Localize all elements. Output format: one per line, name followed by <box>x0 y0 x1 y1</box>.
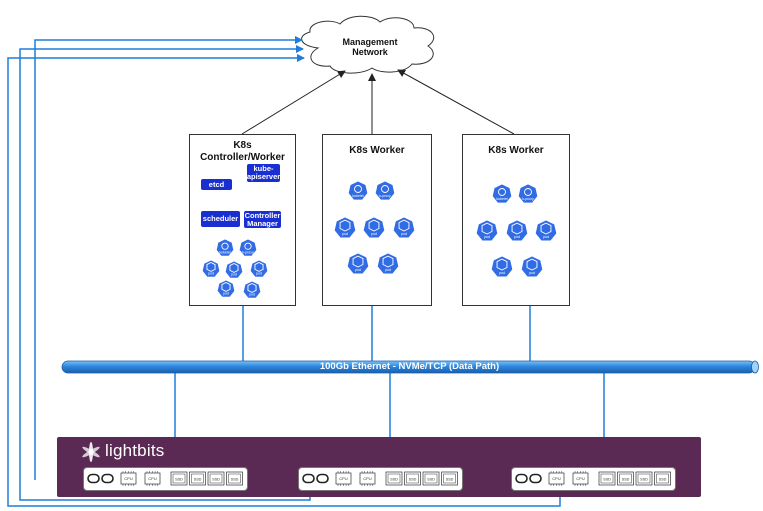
pod-icon-worker1-4: pod <box>346 252 370 275</box>
cpu-chip-icon: CPU <box>572 471 589 486</box>
pod-icon-worker2-3-label: pod <box>543 235 549 239</box>
pod-icon-worker2-1: pod <box>475 219 499 242</box>
pod-icon-worker2-4-label: pod <box>499 271 505 275</box>
svg-text:SSD: SSD <box>390 478 398 482</box>
pod-icon-controller-1: pod <box>201 259 221 278</box>
pod-icon-worker2-1-label: pod <box>484 235 490 239</box>
pod-icon-controller-3: pod <box>249 259 269 278</box>
pod-icon-worker1-4-label: pod <box>355 268 361 272</box>
svg-text:CPU: CPU <box>124 476 133 481</box>
server-2-components: CPU CPU SSD SSD SSD SSD <box>302 471 458 486</box>
cloud-icon <box>301 15 435 74</box>
controller-title: K8s Controller/Worker <box>200 140 285 163</box>
ssd-drive-icon: SSD <box>189 471 206 486</box>
svg-text:SSD: SSD <box>212 478 220 482</box>
pod-icon-controller-4: pod <box>216 279 236 298</box>
scheduler-box: scheduler <box>201 211 240 227</box>
pod-icon-controller-5-label: pod <box>249 293 255 297</box>
svg-text:SSD: SSD <box>659 478 667 482</box>
ssd-drive-icon: SSD <box>441 471 458 486</box>
kubelet-icon: kubelet <box>215 238 235 257</box>
pod-icon-worker1-2: pod <box>362 216 386 239</box>
pod-icon-controller-4-label: pod <box>223 292 229 296</box>
kubelet-icon-label: kubelet <box>496 197 507 201</box>
pod-icon-worker1-2-label: pod <box>371 232 377 236</box>
pod-icon-controller-2: pod <box>224 260 244 279</box>
pod-icon-worker2-2: pod <box>505 219 529 242</box>
worker-2-title: K8s Worker <box>488 145 544 156</box>
kube-proxy-icon: k-proxy <box>374 180 396 201</box>
ssd-drive-icon: SSD <box>404 471 421 486</box>
kube-proxy-icon-label: k-proxy <box>379 194 391 198</box>
ssd-drive-icon: SSD <box>385 471 403 486</box>
pod-icon-worker2-4: pod <box>490 255 514 278</box>
pod-icon-worker1-3-label: pod <box>401 232 407 236</box>
svg-text:SSD: SSD <box>175 478 183 482</box>
nic-port-icon <box>515 473 542 484</box>
nic-port-icon <box>87 473 114 484</box>
etcd-box: etcd <box>201 179 232 190</box>
pod-icon-worker2-5: pod <box>520 255 544 278</box>
kube-proxy-icon-label: k-proxy <box>242 251 254 255</box>
nic-port-icon <box>302 473 329 484</box>
svg-text:SSD: SSD <box>603 478 611 482</box>
pod-icon-controller-2-label: pod <box>231 273 237 277</box>
kube-proxy-icon: k-proxy <box>517 183 539 204</box>
pod-icon-worker1-5-label: pod <box>385 268 391 272</box>
ssd-drive-icon: SSD <box>598 471 616 486</box>
kube-proxy-icon: k-proxy <box>238 238 258 257</box>
svg-text:CPU: CPU <box>363 476 372 481</box>
pod-icon-worker1-5: pod <box>376 252 400 275</box>
ssd-drive-icon: SSD <box>654 471 671 486</box>
data-path-pipe <box>61 360 759 374</box>
pod-icon-worker1-3: pod <box>392 216 416 239</box>
kubelet-icon-label: kubelet <box>352 194 363 198</box>
pod-icon-worker1-1: pod <box>333 216 357 239</box>
ssd-drive-icon: SSD <box>422 471 440 486</box>
data-path-label: 100Gb Ethernet - NVMe/TCP (Data Path) <box>319 361 500 372</box>
ssd-drive-icon: SSD <box>226 471 243 486</box>
svg-text:SSD: SSD <box>409 478 417 482</box>
svg-text:SSD: SSD <box>446 478 454 482</box>
kubelet-icon: kubelet <box>347 180 369 201</box>
svg-text:CPU: CPU <box>552 476 561 481</box>
svg-text:SSD: SSD <box>622 478 630 482</box>
ssd-drive-icon: SSD <box>617 471 634 486</box>
svg-text:CPU: CPU <box>576 476 585 481</box>
svg-text:SSD: SSD <box>640 478 648 482</box>
cpu-chip-icon: CPU <box>359 471 376 486</box>
cpu-chip-icon: CPU <box>548 471 565 486</box>
ssd-drive-icon: SSD <box>635 471 653 486</box>
kubelet-icon: kubelet <box>491 183 513 204</box>
kubelet-icon-label: kubelet <box>219 251 230 255</box>
kube-proxy-icon-label: k-proxy <box>522 197 534 201</box>
pod-icon-controller-3-label: pod <box>256 272 262 276</box>
server-3-components: CPU CPU SSD SSD SSD SSD <box>515 471 671 486</box>
pod-icon-worker2-5-label: pod <box>529 271 535 275</box>
server-1-components: CPU CPU SSD SSD SSD SSD <box>87 471 243 486</box>
svg-text:CPU: CPU <box>339 476 348 481</box>
cpu-chip-icon: CPU <box>144 471 161 486</box>
controller-manager-box: Controller Manager <box>244 210 281 228</box>
worker-1-title: K8s Worker <box>349 145 405 156</box>
svg-text:CPU: CPU <box>148 476 157 481</box>
svg-text:SSD: SSD <box>194 478 202 482</box>
pod-icon-controller-1-label: pod <box>208 272 214 276</box>
lightbits-brand: lightbits <box>105 441 165 460</box>
worker-node-2: K8s Worker <box>462 134 570 306</box>
pod-icon-worker1-1-label: pod <box>342 232 348 236</box>
management-links <box>241 69 515 135</box>
lightbits-logo-icon <box>82 442 100 462</box>
ssd-drive-icon: SSD <box>170 471 188 486</box>
pod-icon-worker2-3: pod <box>534 219 558 242</box>
ssd-drive-icon: SSD <box>207 471 225 486</box>
cpu-chip-icon: CPU <box>120 471 137 486</box>
pod-icon-controller-5: pod <box>242 280 262 299</box>
management-network-label: Management Network <box>342 37 398 57</box>
svg-text:SSD: SSD <box>427 478 435 482</box>
kube-apiserver-box: kube- apiserver <box>246 164 281 182</box>
pod-icon-worker2-2-label: pod <box>514 235 520 239</box>
cpu-chip-icon: CPU <box>335 471 352 486</box>
svg-text:SSD: SSD <box>231 478 239 482</box>
